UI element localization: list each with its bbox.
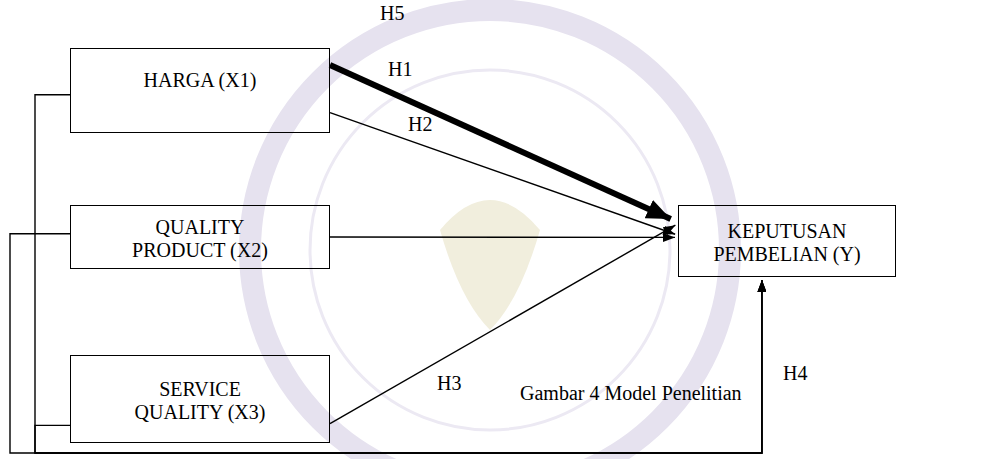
connector-arrow <box>35 280 762 453</box>
hypothesis-label: H4 <box>783 362 807 384</box>
box-label: KEPUTUSAN PEMBELIAN (Y) <box>712 220 862 266</box>
watermark-emblem <box>440 200 540 330</box>
hypothesis-label: H3 <box>437 372 461 394</box>
dependent-box: KEPUTUSAN PEMBELIAN (Y) <box>678 205 896 277</box>
hypothesis-label: H5 <box>380 2 404 24</box>
hypothesis-label: H2 <box>408 113 432 135</box>
connector-arrow <box>330 236 675 238</box>
box-label: HARGA (X1) <box>144 69 257 92</box>
figure-caption: Gambar 4 Model Penelitian <box>520 382 742 404</box>
connector-arrow <box>330 113 675 235</box>
connector-arrow <box>35 95 762 453</box>
box-label: QUALITY PRODUCT (X2) <box>125 216 275 262</box>
variable-box: SERVICE QUALITY (X3) <box>70 355 330 443</box>
box-label: SERVICE QUALITY (X3) <box>125 378 275 424</box>
connector-arrow <box>10 234 762 453</box>
variable-box: QUALITY PRODUCT (X2) <box>70 205 330 269</box>
variable-box: HARGA (X1) <box>70 48 330 133</box>
hypothesis-label: H1 <box>388 58 412 80</box>
connector-arrow <box>330 65 671 219</box>
